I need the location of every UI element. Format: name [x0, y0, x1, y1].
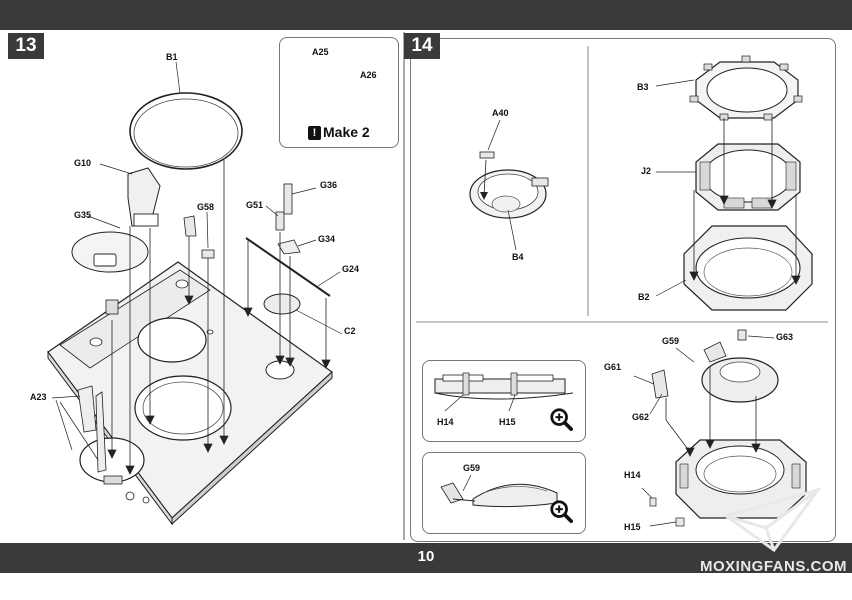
label-B4: B4 [512, 252, 524, 262]
detail-inset-bottom: G59 [422, 452, 586, 534]
label-C2: C2 [344, 326, 356, 336]
top-bar [0, 0, 852, 30]
detail-label-H14: H14 [437, 417, 454, 427]
step-14-badge: 14 [404, 33, 440, 59]
label-G58: G58 [197, 202, 215, 212]
detail-top-drawing [434, 372, 574, 412]
label-G24: G24 [342, 264, 360, 274]
label-B2: B2 [638, 292, 650, 302]
page-number: 10 [417, 548, 435, 565]
detail-label-H15: H15 [499, 417, 516, 427]
label-G61: G61 [604, 362, 622, 372]
label-G10: G10 [74, 158, 92, 168]
label-B3: B3 [637, 82, 649, 92]
make-2-inset [279, 37, 399, 148]
warning-icon: ! [308, 126, 321, 140]
step-13-badge: 13 [8, 33, 44, 59]
label-A25: A25 [312, 47, 329, 57]
make-2-text: Make 2 [323, 124, 370, 140]
label-H14: H14 [624, 470, 641, 480]
label-G35: G35 [74, 210, 92, 220]
detail-inset-top: H14 H15 [422, 360, 586, 442]
bottom-bar [0, 543, 852, 573]
zoom-icon [550, 500, 573, 523]
label-J2: J2 [641, 166, 652, 176]
make-2-note: !Make 2 [308, 124, 370, 140]
paper-plane-logo [722, 487, 822, 553]
label-B1: B1 [166, 52, 178, 62]
label-G51: G51 [246, 200, 264, 210]
label-G62: G62 [632, 412, 650, 422]
detail-bottom-drawing [440, 474, 558, 508]
label-A40: A40 [492, 108, 509, 118]
label-A26: A26 [360, 70, 377, 80]
label-G36: G36 [320, 180, 338, 190]
label-G63: G63 [776, 332, 794, 342]
label-H15: H15 [624, 522, 641, 532]
label-A23: A23 [30, 392, 47, 402]
detail-label-G59: G59 [463, 463, 481, 473]
watermark: MOXINGFANS.COM [700, 558, 848, 575]
label-G59: G59 [662, 336, 680, 346]
zoom-icon [550, 408, 573, 431]
label-G34: G34 [318, 234, 336, 244]
